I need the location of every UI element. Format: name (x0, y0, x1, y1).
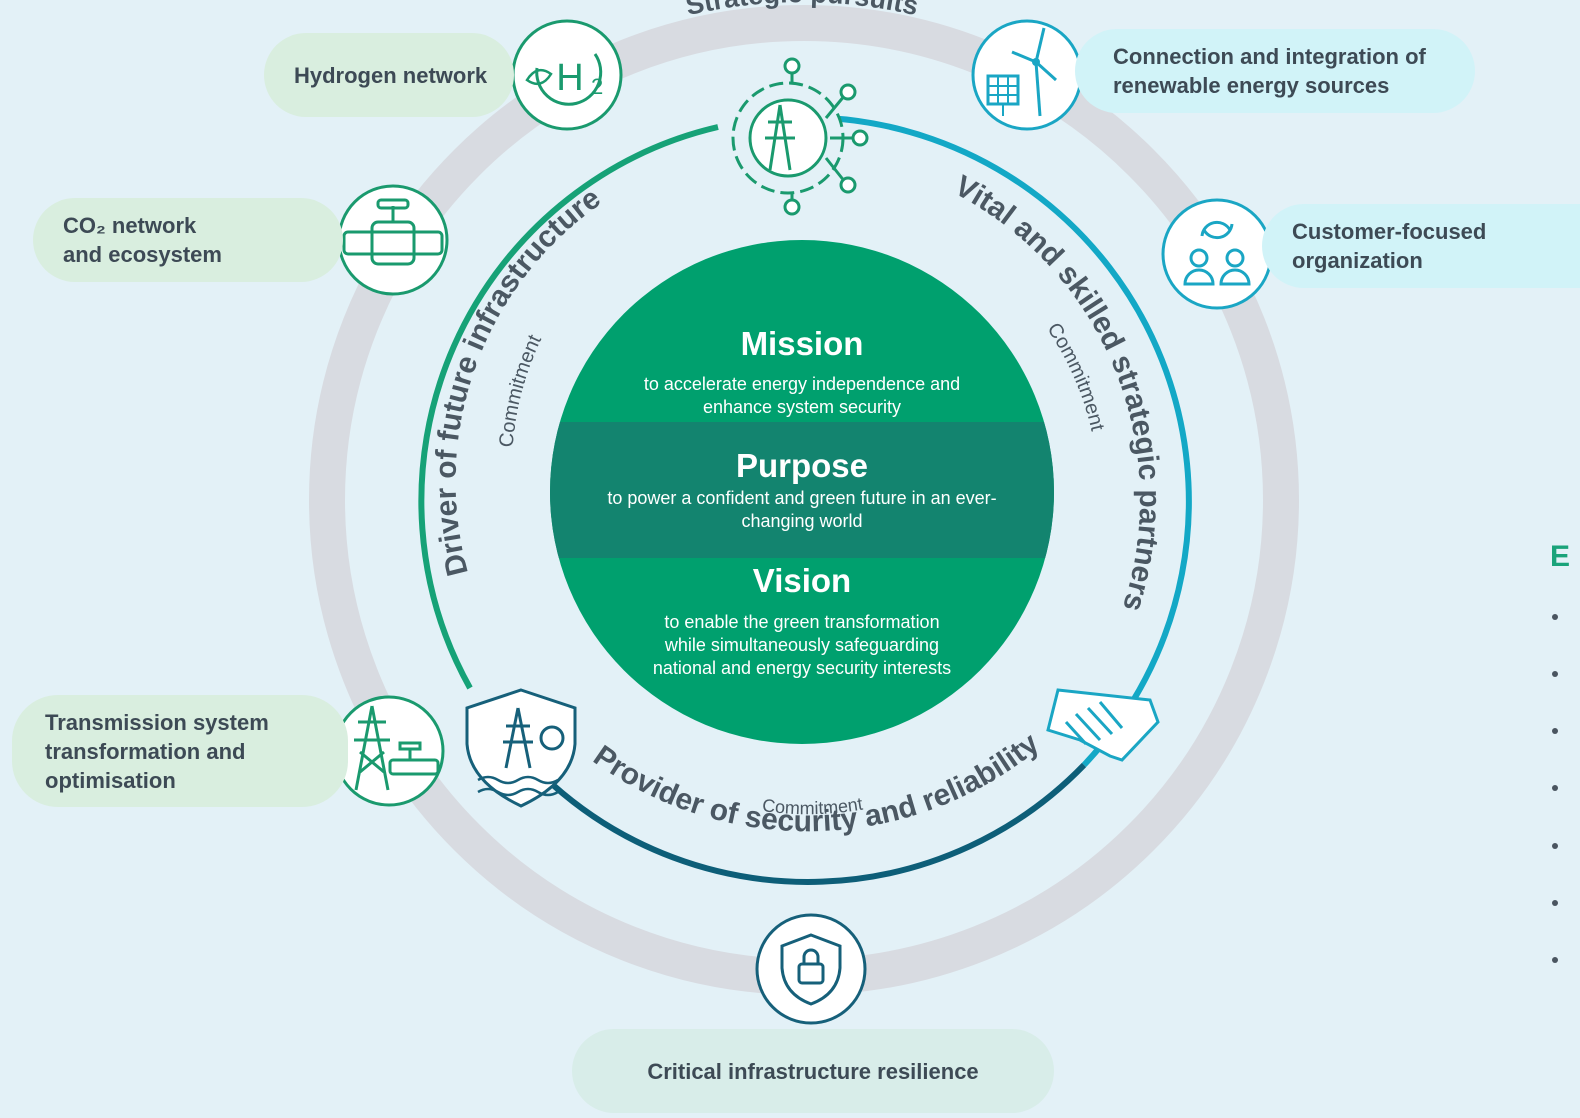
bullet-dot (1552, 785, 1558, 791)
pursuit-transmission-line: Transmission system (45, 709, 269, 735)
pipeline-valve-icon (337, 184, 449, 296)
arc-driver-green (418, 124, 719, 690)
pursuit-renewables-line: renewable energy sources (1113, 73, 1390, 98)
pursuit-renewables: Connection and integration of renewable … (1075, 29, 1475, 113)
gear-network-icon (731, 57, 869, 216)
handshake-icon (1046, 688, 1160, 762)
purpose-title: Purpose (735, 447, 869, 484)
svg-text:H: H (556, 57, 583, 99)
pursuit-customer-line: organization (1292, 248, 1423, 273)
bullet-dot (1552, 957, 1558, 963)
mission-block: Mission to accelerate energy independenc… (600, 325, 1004, 419)
side-panel-heading: E (1550, 540, 1571, 573)
vision-title: Vision (752, 562, 852, 599)
mission-text-line: enhance system security (702, 397, 902, 417)
shield-pylon-icon (465, 688, 577, 808)
pursuit-co2: CO₂ network and ecosystem (33, 198, 343, 282)
commitment-label-left: Commitment (496, 331, 547, 448)
pursuit-hydrogen: Hydrogen network (264, 33, 514, 117)
arc-partners-cyan (827, 115, 1192, 768)
vision-text-line: while simultaneously safeguarding (664, 635, 940, 655)
pursuit-co2-line: and ecosystem (63, 242, 222, 267)
customers-icon (1161, 198, 1273, 310)
vision-text-line: to enable the green transformation (664, 612, 940, 632)
pursuit-critical-label: Critical infrastructure resilience (647, 1058, 979, 1084)
pursuit-customer-line: Customer-focused (1292, 219, 1487, 244)
hydrogen-h2-icon: H 2 (511, 19, 623, 131)
bullet-dot (1552, 614, 1558, 620)
pursuit-transmission: Transmission system transformation and o… (12, 695, 348, 807)
pursuit-transmission-line: optimisation (45, 767, 176, 793)
purpose-text-line: changing world (741, 511, 863, 531)
vision-text-line: national and energy security interests (652, 658, 952, 678)
purpose-text-line: to power a confident and green future in… (607, 488, 997, 508)
pursuit-hydrogen-label: Hydrogen network (294, 62, 488, 88)
side-panel-cropped: E (1550, 540, 1570, 574)
bullet-dot (1552, 671, 1558, 677)
mission-title: Mission (740, 325, 864, 362)
commitment-label-bottom: Commitment (761, 794, 864, 819)
wind-solar-icon (971, 19, 1083, 131)
pursuit-critical: Critical infrastructure resilience (572, 1029, 1054, 1113)
purpose-band (550, 422, 1054, 558)
bullet-dot (1552, 843, 1558, 849)
pylon-valve-icon (333, 695, 445, 807)
lock-shield-icon (755, 913, 867, 1025)
bullet-dot (1552, 900, 1558, 906)
pursuit-customer: Customer-focused organization (1262, 204, 1580, 288)
bullet-dot (1552, 728, 1558, 734)
pursuit-renewables-line: Connection and integration of (1113, 44, 1426, 69)
vision-block: Vision to enable the green transformatio… (600, 562, 1004, 680)
purpose-block: Purpose to power a confident and green f… (580, 447, 1024, 533)
svg-text:2: 2 (591, 74, 603, 99)
mission-text-line: to accelerate energy independence and (643, 374, 961, 394)
pursuit-co2-line: CO₂ network (63, 213, 197, 238)
arc-security-navy (551, 762, 1087, 885)
pursuit-transmission-line: transformation and (45, 738, 246, 764)
